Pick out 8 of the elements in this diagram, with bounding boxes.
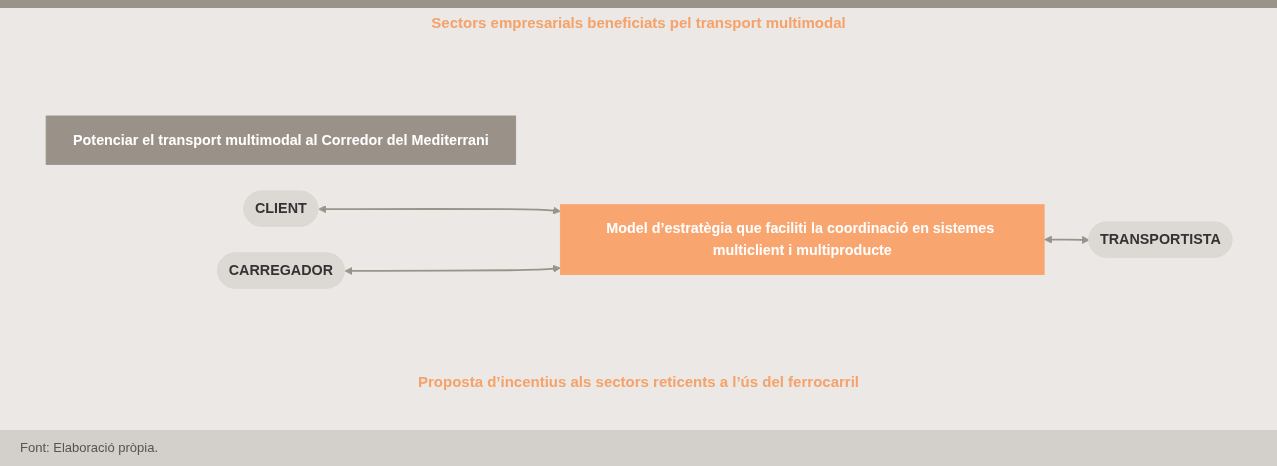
arrow xyxy=(344,264,561,275)
node-box: Potenciar el transport multimodal al Corredor del Mediterrani xyxy=(45,115,516,165)
arrow xyxy=(1043,235,1090,244)
note-text: Sectors empresarials beneficiats pel transport multimodal xyxy=(430,14,847,31)
note-text: Proposta d’incentius als sectors reticents a l’ús del ferrocarril xyxy=(417,373,860,390)
source-caption: Font: Elaboració pròpia. xyxy=(20,440,159,455)
arrow xyxy=(317,205,561,215)
node-box: Model d’estratègia que faciliti la coordinació en sistemes multiclient i multiproducte xyxy=(559,204,1045,275)
